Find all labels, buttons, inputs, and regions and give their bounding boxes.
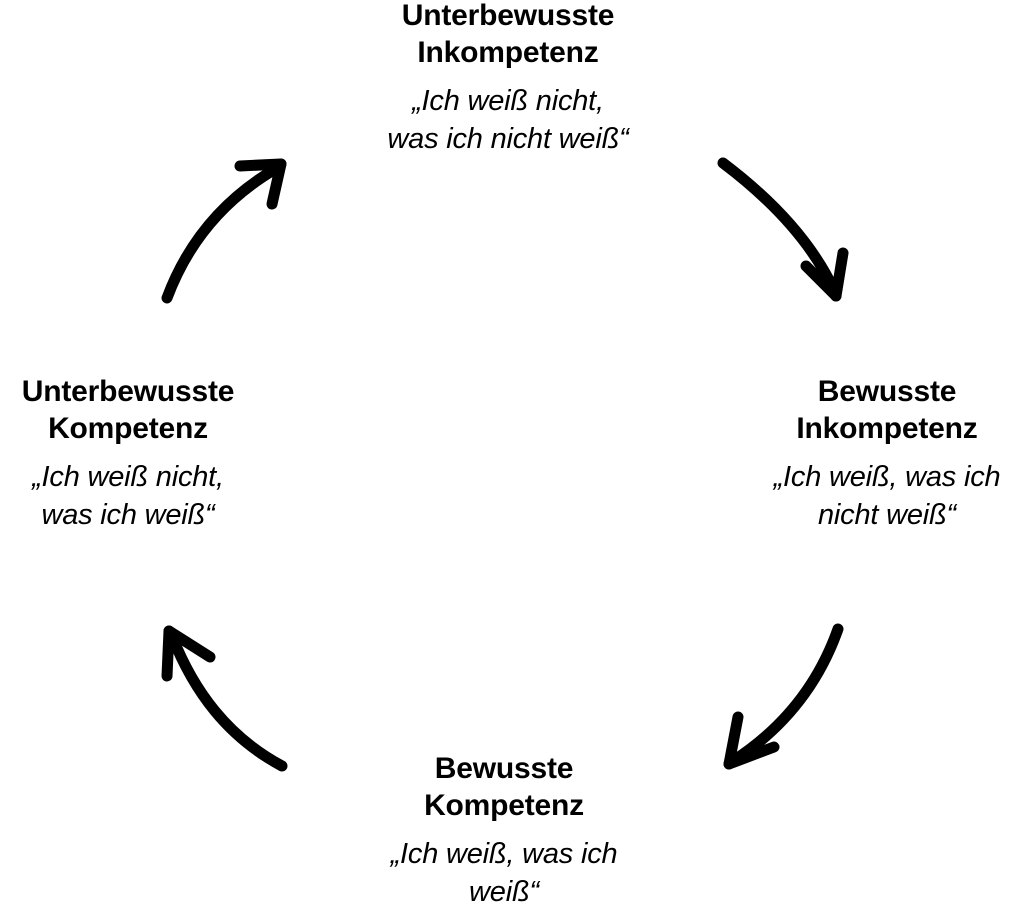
arrow-bottom-to-left-icon bbox=[161, 625, 288, 772]
stage-left: Unterbewusste Kompetenz „Ich weiß nicht,… bbox=[0, 373, 256, 534]
stage-bottom-quote: „Ich weiß, was ich weiß“ bbox=[390, 838, 618, 908]
stage-top-quote: „Ich weiß nicht, was ich nicht weiß“ bbox=[387, 85, 629, 155]
arrow-top-to-right-icon bbox=[717, 157, 849, 302]
stage-right: Bewusste Inkompetenz „Ich weiß, was ich … bbox=[750, 373, 1024, 534]
stage-right-title: Bewusste Inkompetenz bbox=[796, 375, 978, 445]
stage-left-title: Unterbewusste Kompetenz bbox=[21, 375, 235, 445]
stage-bottom-title: Bewusste Kompetenz bbox=[424, 752, 584, 822]
stage-bottom: Bewusste Kompetenz „Ich weiß, was ich we… bbox=[304, 750, 704, 911]
stage-left-quote: „Ich weiß nicht, was ich weiß“ bbox=[32, 461, 224, 531]
stage-top: Unterbewusste Inkompetenz „Ich weiß nich… bbox=[288, 0, 728, 158]
arrow-right-to-bottom-icon bbox=[723, 623, 844, 770]
stage-right-quote: „Ich weiß, was ich nicht weiß“ bbox=[773, 461, 1001, 531]
stage-top-title: Unterbewusste Inkompetenz bbox=[401, 0, 615, 69]
arrow-left-to-top-icon bbox=[161, 158, 287, 304]
